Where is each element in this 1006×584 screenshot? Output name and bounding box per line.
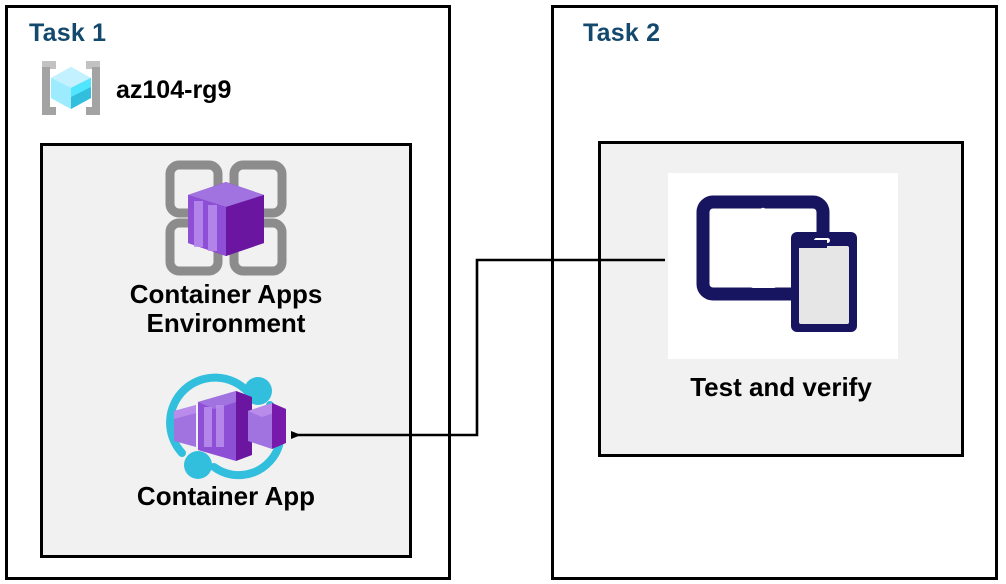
container-apps-environment-label: Container Apps Environment (129, 279, 323, 339)
container-app-icon (43, 368, 409, 482)
test-and-verify-label: Test and verify (690, 372, 872, 402)
resource-group-icon (36, 57, 106, 124)
container-apps-environment-icon (43, 158, 409, 280)
task-1-title: Task 1 (29, 19, 107, 47)
resource-group-row: az104-rg9 (36, 57, 231, 124)
container-app-label: Container App (136, 481, 316, 511)
task-2-inner-box: Test and verify (598, 141, 964, 457)
container-apps-environment-block: Container Apps Environment (43, 158, 409, 338)
resource-group-name: az104-rg9 (116, 76, 232, 104)
task-1-inner-box: Container Apps Environment (40, 143, 412, 558)
task-2-title: Task 2 (583, 19, 661, 47)
test-and-verify-tile (668, 173, 898, 359)
test-and-verify-devices-icon (695, 188, 871, 345)
container-app-block: Container App (43, 368, 409, 511)
